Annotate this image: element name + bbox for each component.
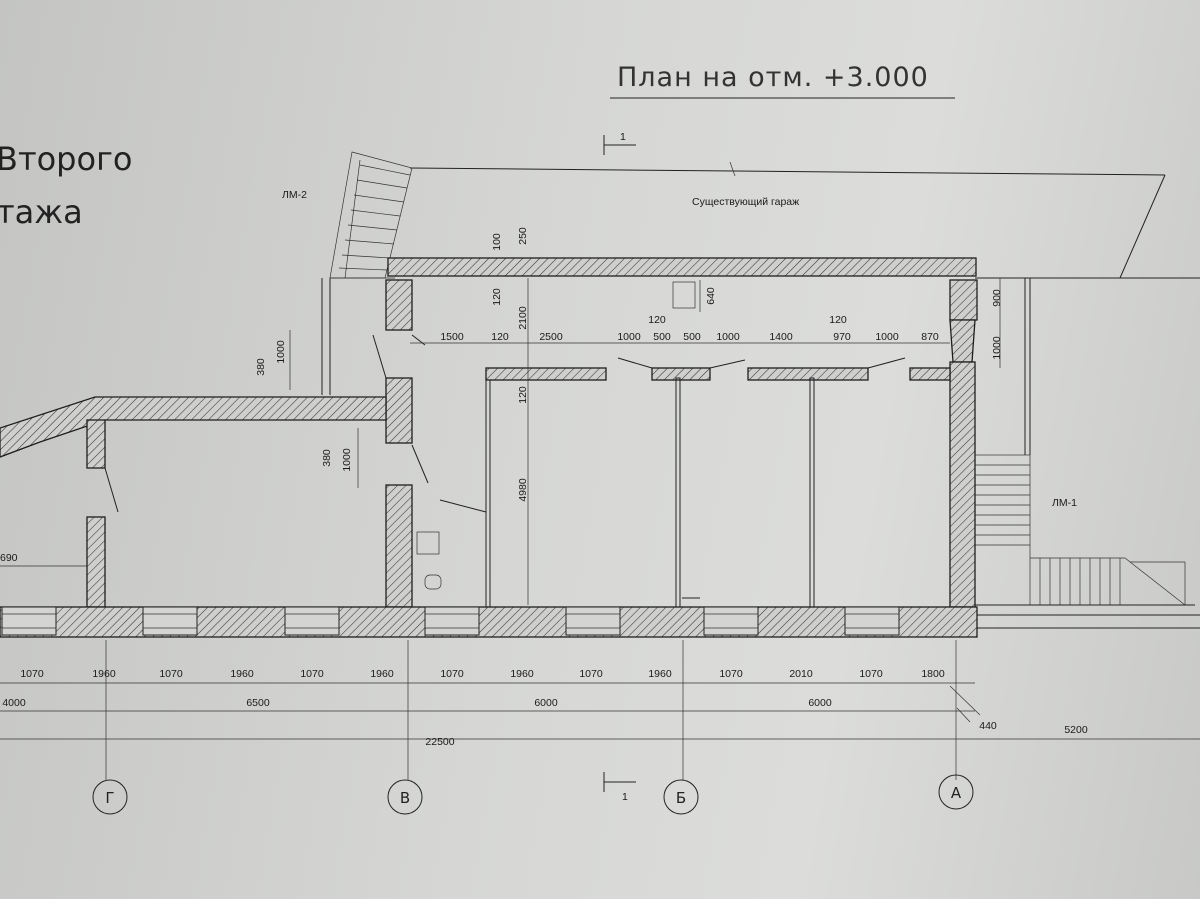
svg-text:Б: Б [676, 789, 686, 807]
svg-text:6500: 6500 [246, 697, 270, 709]
svg-text:900: 900 [991, 289, 1003, 307]
dimension-lines [0, 278, 1200, 740]
stair-lm2-label: ЛМ-2 [282, 189, 307, 201]
svg-text:440: 440 [979, 720, 997, 732]
dim-vertical: 100 250 120 2100 120 4980 640 900 1000 [491, 227, 1003, 502]
dim-top-row: 1500 120 2500 1000 500 500 1000 1400 970… [440, 314, 939, 343]
svg-text:1070: 1070 [859, 668, 883, 680]
svg-text:1: 1 [622, 791, 628, 803]
svg-text:1070: 1070 [719, 668, 743, 680]
svg-text:380: 380 [321, 449, 333, 467]
axis-lines [105, 640, 957, 780]
svg-text:1960: 1960 [230, 668, 254, 680]
doors [104, 334, 906, 599]
stair-lm1 [974, 278, 1200, 629]
axis-marker-v: В [387, 779, 423, 815]
section-mark-top: 1 [603, 131, 636, 155]
svg-text:4000: 4000 [2, 697, 26, 709]
svg-text:500: 500 [683, 331, 701, 343]
svg-text:6000: 6000 [808, 697, 832, 709]
stair-lm1-label: ЛМ-1 [1052, 497, 1077, 509]
heading-line-2: тажа [0, 193, 83, 231]
svg-text:1000: 1000 [617, 331, 641, 343]
dim-left-vertical: 380 1000 380 1000 690 [0, 340, 353, 564]
svg-text:1070: 1070 [579, 668, 603, 680]
svg-text:1500: 1500 [440, 331, 464, 343]
svg-text:2010: 2010 [789, 668, 813, 680]
dim-row-3: 22500 5200 [425, 724, 1087, 748]
existing-garage-outline [409, 161, 1200, 279]
svg-text:380: 380 [255, 358, 267, 376]
svg-text:120: 120 [491, 288, 503, 306]
axis-marker-b: Б [663, 779, 699, 815]
svg-text:1000: 1000 [875, 331, 899, 343]
svg-text:1000: 1000 [991, 336, 1003, 360]
svg-text:1800: 1800 [921, 668, 945, 680]
windows [1, 606, 900, 636]
svg-text:4980: 4980 [517, 478, 529, 502]
svg-text:1000: 1000 [275, 340, 287, 364]
svg-text:100: 100 [491, 233, 503, 251]
svg-text:120: 120 [829, 314, 847, 326]
svg-text:1960: 1960 [648, 668, 672, 680]
dim-row-1: 1070 1960 1070 1960 1070 1960 1070 1960 … [20, 668, 945, 680]
svg-text:500: 500 [653, 331, 671, 343]
svg-text:В: В [400, 789, 410, 807]
stair-lm2 [321, 151, 413, 395]
plan-title: План на отм. +3.000 [617, 62, 929, 93]
svg-text:1960: 1960 [370, 668, 394, 680]
svg-text:2100: 2100 [517, 306, 529, 330]
svg-text:640: 640 [705, 287, 717, 305]
svg-text:120: 120 [648, 314, 666, 326]
svg-text:1960: 1960 [92, 668, 116, 680]
svg-text:1: 1 [620, 131, 626, 143]
sanitary-fixtures [416, 281, 696, 590]
svg-text:970: 970 [833, 331, 851, 343]
svg-text:1070: 1070 [20, 668, 44, 680]
axis-marker-g: Г [92, 779, 128, 815]
svg-text:1070: 1070 [440, 668, 464, 680]
axis-marker-a: А [938, 774, 974, 810]
dim-row-2: 4000 6500 6000 6000 440 [2, 697, 997, 732]
svg-text:120: 120 [491, 331, 509, 343]
svg-text:1000: 1000 [716, 331, 740, 343]
svg-text:Г: Г [105, 789, 114, 807]
svg-text:А: А [951, 784, 962, 802]
svg-text:1960: 1960 [510, 668, 534, 680]
svg-text:1400: 1400 [769, 331, 793, 343]
svg-text:1070: 1070 [300, 668, 324, 680]
svg-text:6000: 6000 [534, 697, 558, 709]
heading-line-1: Второго [0, 140, 133, 178]
section-mark-bottom: 1 [603, 772, 636, 803]
svg-text:690: 690 [0, 552, 18, 564]
garage-label: Существующий гараж [692, 196, 799, 208]
svg-text:870: 870 [921, 331, 939, 343]
svg-text:22500: 22500 [425, 736, 454, 748]
svg-text:1000: 1000 [341, 448, 353, 472]
svg-text:2500: 2500 [539, 331, 563, 343]
svg-text:5200: 5200 [1064, 724, 1088, 736]
svg-text:250: 250 [517, 227, 529, 245]
svg-text:1070: 1070 [159, 668, 183, 680]
svg-text:120: 120 [517, 386, 529, 404]
